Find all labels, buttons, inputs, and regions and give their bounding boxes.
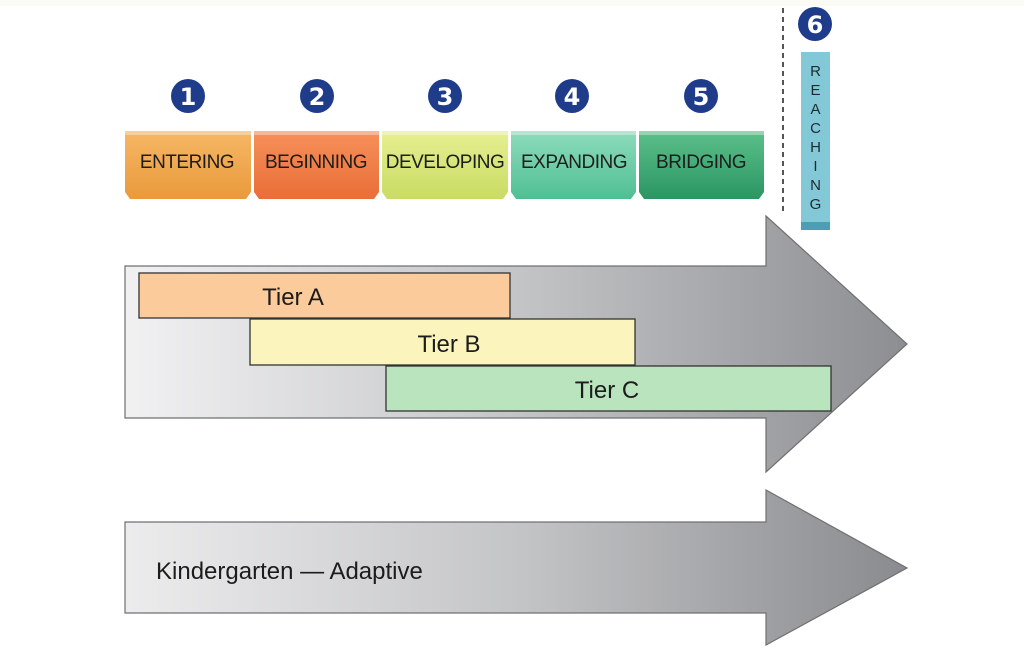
svg-text:ENTERING: ENTERING: [140, 152, 234, 173]
svg-text:Tier A: Tier A: [262, 284, 324, 311]
stage-block-entering: ENTERING: [125, 131, 251, 199]
reaching-letter: H: [810, 139, 821, 156]
svg-text:2: 2: [309, 83, 326, 111]
reaching-letter: R: [810, 63, 821, 80]
svg-text:Tier B: Tier B: [417, 331, 480, 358]
svg-text:EXPANDING: EXPANDING: [521, 152, 627, 173]
svg-text:6: 6: [807, 11, 824, 39]
stage-block-expanding: EXPANDING: [511, 131, 636, 199]
top-strip: [0, 0, 1024, 6]
lower-progress-arrow: [124, 488, 909, 647]
reaching-letter: C: [810, 120, 821, 137]
reaching-letter: E: [810, 82, 820, 99]
stage-block-bridging: BRIDGING: [639, 131, 764, 199]
svg-text:Tier C: Tier C: [575, 377, 639, 404]
stage-number-4: 4: [555, 79, 589, 113]
stage-number-6: 6: [798, 7, 832, 41]
stage-number-3: 3: [428, 79, 462, 113]
kindergarten-adaptive-label: Kindergarten — Adaptive: [156, 558, 423, 585]
svg-text:1: 1: [180, 83, 197, 111]
stage-number-1: 1: [171, 79, 205, 113]
stage-number-2: 2: [300, 79, 334, 113]
svg-text:BEGINNING: BEGINNING: [265, 152, 367, 173]
svg-text:BRIDGING: BRIDGING: [656, 152, 746, 173]
stage-block-developing: DEVELOPING: [382, 131, 508, 199]
tier-b-bar: Tier B: [249, 318, 636, 366]
reaching-letter: I: [813, 158, 817, 175]
svg-text:5: 5: [693, 83, 710, 111]
reaching-letter: G: [810, 196, 822, 213]
tier-a-bar: Tier A: [138, 272, 511, 319]
svg-text:4: 4: [564, 83, 581, 111]
reaching-letter: A: [810, 101, 820, 118]
stage-block-beginning: BEGINNING: [254, 131, 379, 199]
svg-text:DEVELOPING: DEVELOPING: [386, 152, 505, 173]
tier-c-bar: Tier C: [385, 365, 832, 412]
reaching-letter: N: [810, 177, 821, 194]
svg-text:3: 3: [437, 83, 454, 111]
stage-number-5: 5: [684, 79, 718, 113]
